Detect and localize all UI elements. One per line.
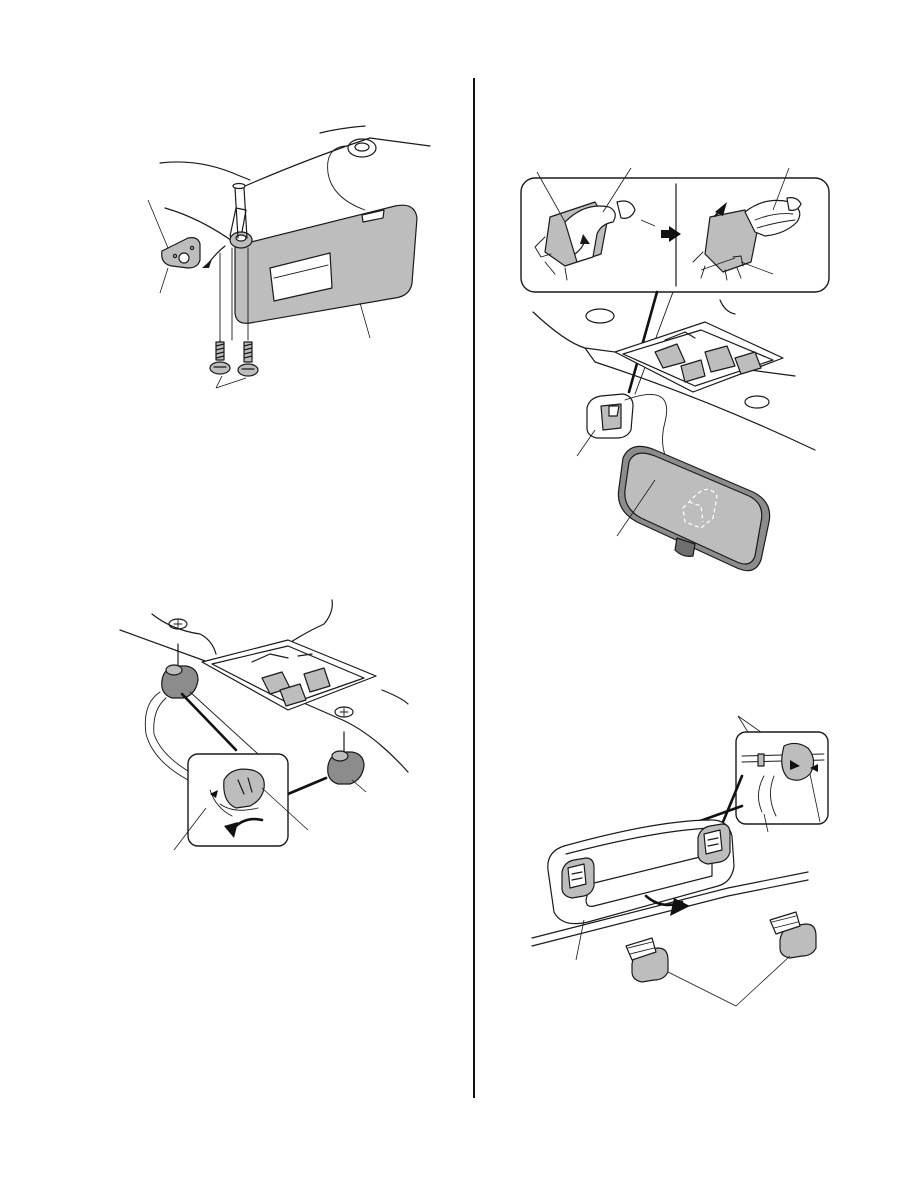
rearview-mirror-illustration [505,162,835,592]
rearview-mirror-icon [520,167,830,572]
column-divider [473,78,475,1098]
sun-visor-icon [147,125,431,389]
sun-visor-illustration [140,118,440,408]
visor-holder-illustration [112,594,412,864]
assist-grip-icon [531,715,829,1007]
visor-holder-icon [119,599,409,851]
assist-grip-illustration [528,715,838,1016]
